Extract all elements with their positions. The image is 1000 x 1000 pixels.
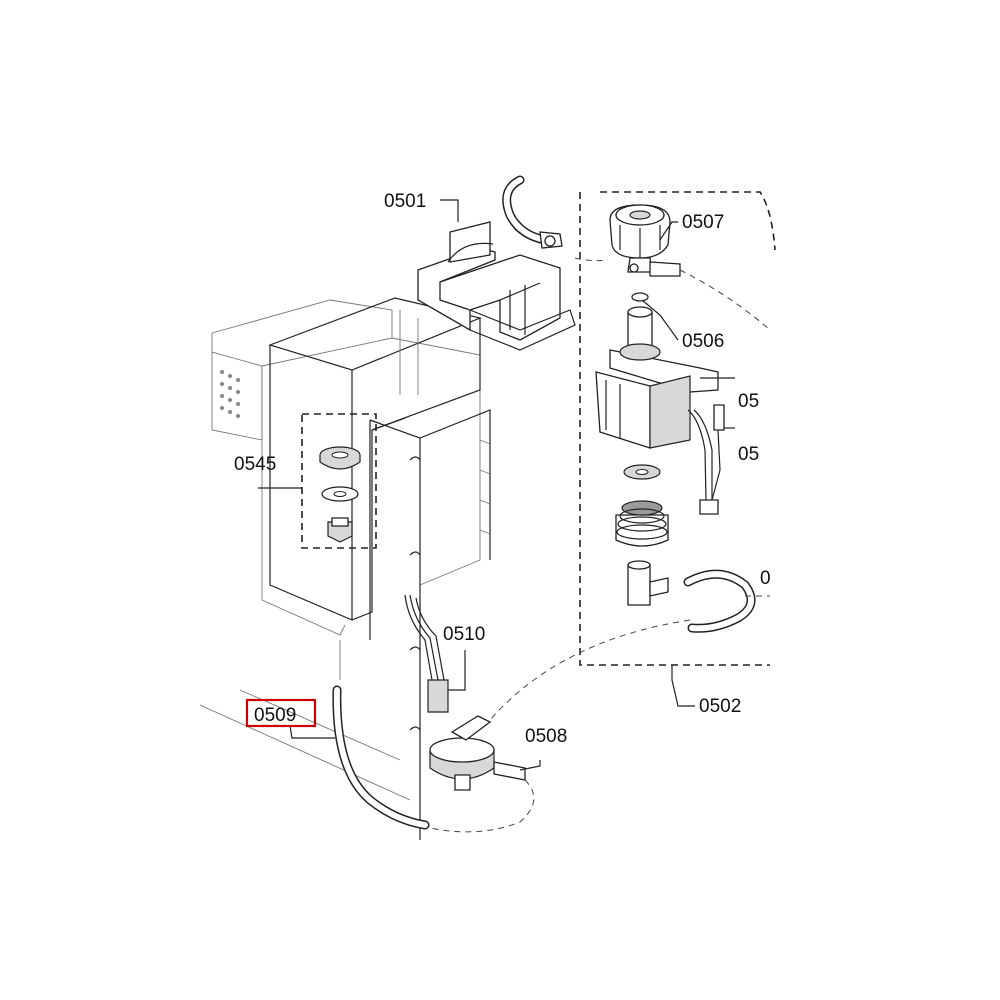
highlight-box-0509 (245, 698, 317, 728)
water-tank (268, 297, 482, 621)
label-0510: 0510 (443, 624, 485, 645)
inlet-hose-top (502, 175, 563, 249)
pump-spring (615, 500, 669, 547)
label-0501: 0501 (384, 191, 426, 212)
vent-grille (220, 370, 240, 418)
pump-wiring (687, 404, 725, 515)
label-0507: 0507 (682, 212, 724, 233)
leader-lines (258, 199, 735, 771)
part-0507-valve (609, 204, 681, 277)
appliance-housing (199, 299, 481, 801)
washer-small (321, 486, 359, 502)
label-0509: 0509 (254, 705, 296, 726)
part-0508-flow-meter (429, 715, 526, 791)
label-0-partial: 0 (760, 568, 771, 589)
pump-outlet-hose (683, 569, 756, 633)
label-05-a: 05 (738, 391, 759, 412)
part-0502-pump-assembly (579, 191, 776, 666)
label-0508: 0508 (525, 726, 567, 747)
part-0506-o-ring (631, 292, 649, 302)
part-0501-bracket (417, 221, 576, 351)
side-panel (339, 409, 491, 840)
label-0545: 0545 (234, 454, 276, 475)
label-05-b: 05 (738, 444, 759, 465)
part-labels: 0501 0507 0506 05 05 0545 0510 0508 0502… (234, 191, 771, 747)
valve-cap (327, 517, 353, 543)
part-0509-hose (332, 685, 430, 830)
label-0502: 0502 (699, 696, 741, 717)
part-0510-wire-harness (404, 594, 449, 713)
connection-paths (429, 257, 771, 833)
gasket-large (319, 446, 361, 470)
part-0545-kit (301, 413, 377, 549)
label-0506: 0506 (682, 331, 724, 352)
pump-seal (623, 464, 661, 480)
pump-body (595, 306, 719, 449)
outlet-fitting (627, 560, 669, 606)
